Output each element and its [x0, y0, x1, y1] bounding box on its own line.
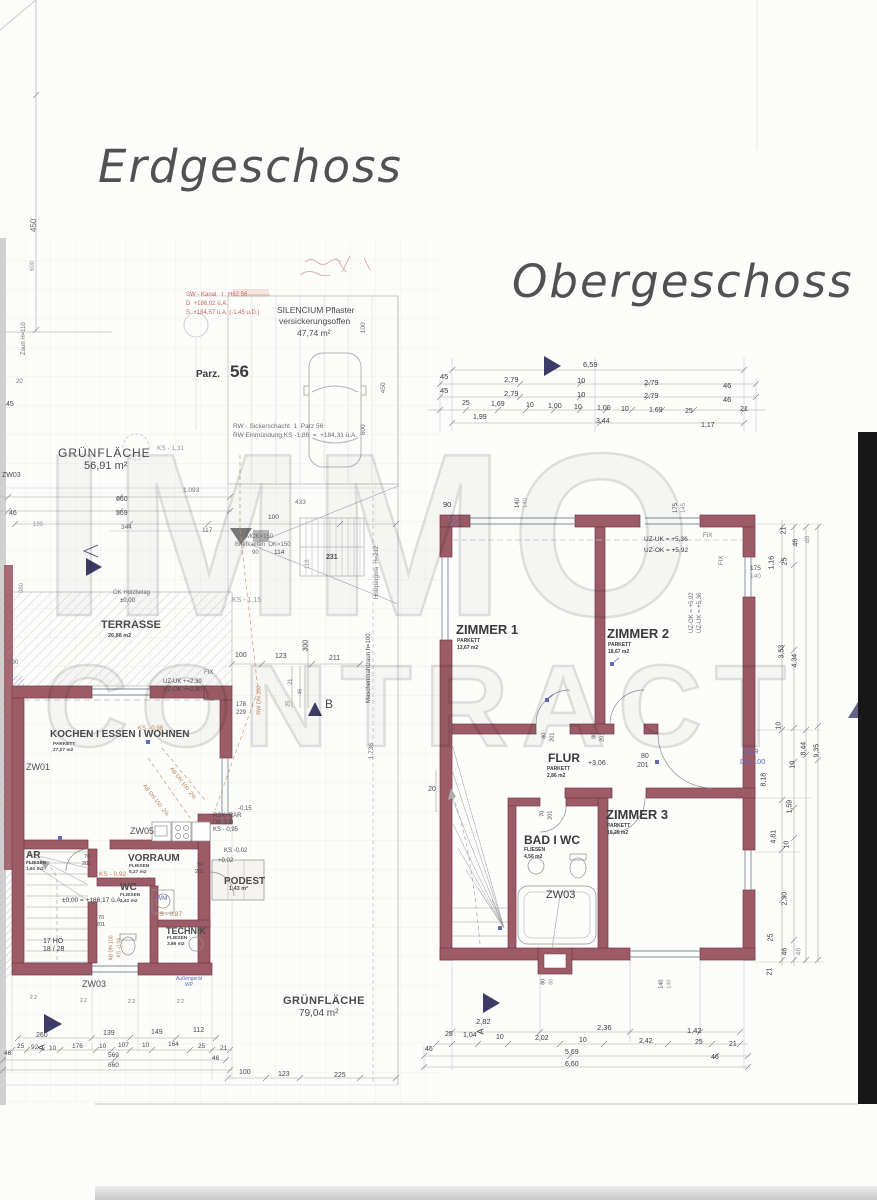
eg-walls	[11, 685, 233, 976]
eg-interior	[24, 699, 265, 963]
red-highlight	[233, 289, 269, 297]
scan-black-edge	[858, 432, 877, 1104]
floor-title-erdgeschoss: Erdgeschoss	[98, 140, 403, 193]
mailbox-marker	[230, 528, 252, 545]
red-scribbles	[248, 255, 371, 296]
section-markers-og	[483, 356, 858, 1013]
dimension-ticks	[0, 91, 822, 1082]
og-stair	[451, 743, 508, 937]
eg-dimension-lines	[0, 496, 398, 1080]
symbol-marks	[58, 657, 659, 930]
og-interior	[448, 539, 743, 949]
og-windows	[441, 517, 752, 958]
eg-glazing-patch	[12, 676, 24, 686]
og-dimension-lines	[423, 358, 824, 1070]
eg-site	[0, 295, 399, 1086]
og-shaft-inner	[543, 953, 567, 969]
floor-title-obergeschoss: Obergeschoss	[512, 255, 854, 308]
terrasse-hatch	[11, 591, 233, 687]
mailbox-box	[253, 530, 269, 542]
og-walls	[439, 514, 756, 975]
car-icon	[303, 352, 367, 468]
pergola	[299, 517, 365, 577]
scan-bottom-strip	[95, 1186, 877, 1200]
og-glazing-patch	[448, 516, 460, 526]
neighbour-wall	[4, 565, 13, 870]
eg-pipes	[147, 455, 259, 819]
section-markers-eg	[44, 544, 322, 1034]
scan-lines	[0, 0, 858, 1105]
